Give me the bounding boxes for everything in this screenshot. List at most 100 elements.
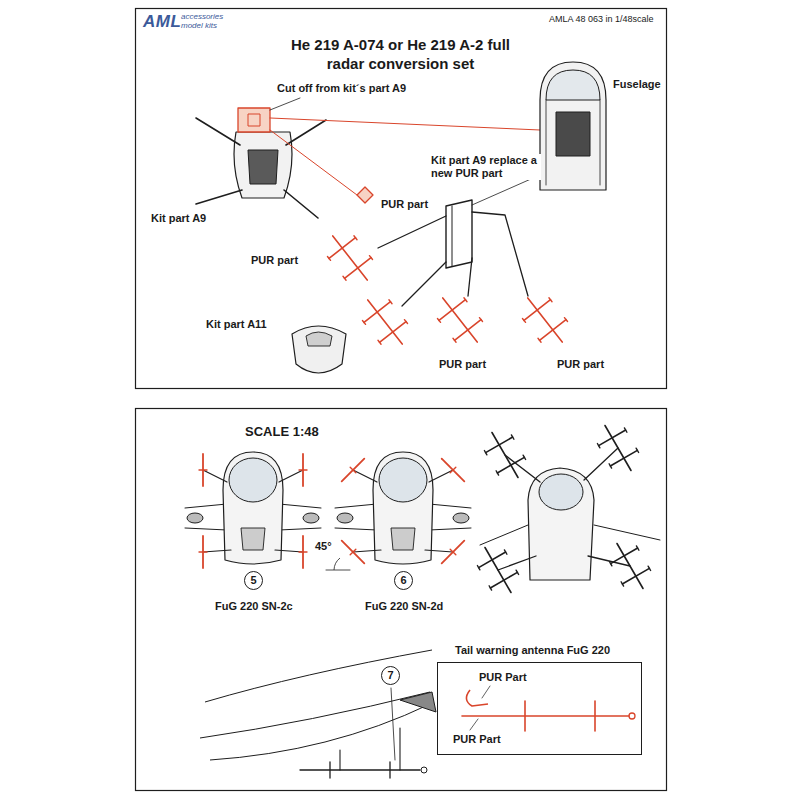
scale-note: SCALE 1:48 xyxy=(244,424,320,440)
logo-subtitle: accessories model kits xyxy=(180,13,238,31)
canopy xyxy=(229,458,277,502)
strut xyxy=(286,120,326,145)
antenna-rod xyxy=(199,469,207,470)
antenna-rod xyxy=(199,551,207,552)
pur-square xyxy=(357,187,373,203)
antenna-front xyxy=(199,454,207,486)
nose-outline xyxy=(373,452,433,564)
dipole-bar xyxy=(329,238,355,259)
antenna-mast xyxy=(588,556,630,566)
wing-outline xyxy=(335,504,377,508)
dipole-tip xyxy=(327,256,330,260)
part-name: PUR part xyxy=(556,358,605,371)
perspective-view xyxy=(471,418,660,601)
leader-line xyxy=(270,98,300,110)
leader-line xyxy=(270,118,540,130)
antenna-mast xyxy=(203,470,227,482)
angle-arc xyxy=(334,558,340,570)
dipole-tip xyxy=(477,566,480,570)
dipole-tip xyxy=(378,340,381,344)
antenna-array xyxy=(515,288,576,353)
dipole-bar xyxy=(524,300,550,321)
part-name: PUR Part xyxy=(452,733,502,746)
antenna-mast xyxy=(353,550,381,552)
dipole-tip xyxy=(648,566,651,570)
nose-outline xyxy=(223,452,283,564)
cut-off-square xyxy=(238,108,270,132)
leader-line xyxy=(270,130,357,195)
dipole-bar xyxy=(622,568,649,584)
front-view xyxy=(335,452,471,566)
dipole-tip xyxy=(538,338,541,342)
antenna-array xyxy=(478,425,531,486)
dipole-tip xyxy=(511,435,513,439)
antenna-rod xyxy=(442,541,465,564)
wing-outline xyxy=(594,525,660,540)
antenna-rod xyxy=(450,549,456,555)
dipole-tip xyxy=(389,300,392,304)
panel-detail xyxy=(241,528,265,550)
frame-arm xyxy=(378,216,446,248)
cut-off-square xyxy=(248,114,260,126)
wing-outline xyxy=(429,528,471,530)
dipole-tip xyxy=(609,464,612,468)
part-name: Kit part A11 xyxy=(205,318,268,331)
antenna-loop xyxy=(629,713,635,719)
dipole-tip xyxy=(437,318,440,322)
part-name: Kit part A9 xyxy=(150,212,207,225)
antenna-array xyxy=(355,290,416,355)
dipole-tip xyxy=(597,444,600,448)
dipole-bar xyxy=(389,762,390,778)
dipole-tip xyxy=(453,338,456,342)
dipole-tip xyxy=(354,236,357,240)
antenna-front xyxy=(299,536,307,568)
fuselage-nose xyxy=(540,62,606,190)
dipole-bar xyxy=(524,701,526,731)
dipole-bar xyxy=(364,302,390,323)
dipole-bar xyxy=(497,457,524,473)
dipole-tip xyxy=(464,298,467,302)
panel-frame xyxy=(136,9,667,389)
antenna-array xyxy=(591,418,644,479)
dipole-bar xyxy=(486,437,513,453)
dipole-tip xyxy=(479,318,482,322)
dipole-bar xyxy=(490,572,517,588)
dipole-bar xyxy=(345,258,371,279)
callout-text: 6 xyxy=(400,574,406,586)
detail-inset: Tail warning antenna FuG 220PUR PartPUR … xyxy=(437,662,642,755)
antenna-mast xyxy=(279,470,303,482)
canopy xyxy=(546,70,600,100)
part-name: PUR part xyxy=(438,358,487,371)
angle-dimension: 45° xyxy=(314,540,333,553)
antenna-front xyxy=(299,454,307,486)
wing-outline xyxy=(185,504,227,508)
antenna-rod xyxy=(485,547,511,592)
dipole-tip xyxy=(621,582,624,586)
antenna-rod xyxy=(342,541,365,564)
callout-number: 5 xyxy=(244,571,263,590)
antenna-mast xyxy=(353,470,377,482)
callout-number: 7 xyxy=(381,666,400,685)
dipole-tip xyxy=(522,318,525,322)
part-name: PUR Part xyxy=(478,671,528,684)
antenna-rod xyxy=(342,459,365,482)
antenna-mast xyxy=(339,750,340,770)
antenna-rod xyxy=(350,467,356,473)
fuselage-outline xyxy=(200,692,430,738)
dipole-tip xyxy=(549,298,552,302)
dipole-bar xyxy=(380,322,406,343)
leader-line xyxy=(391,688,395,760)
dipole-bar xyxy=(540,320,566,341)
antenna-loop xyxy=(421,767,427,773)
antenna-rod xyxy=(450,467,456,473)
part-note: Kit part A9 replace a new PUR part xyxy=(430,154,541,180)
tail-view xyxy=(200,650,436,778)
dipole-tip xyxy=(636,546,639,550)
antenna-rod xyxy=(442,459,465,482)
antenna-rod xyxy=(299,551,307,552)
part-window xyxy=(556,112,590,156)
front-view xyxy=(185,452,321,568)
part-note: Cut off from kit´s part A9 xyxy=(276,82,407,95)
part-window xyxy=(248,150,278,184)
